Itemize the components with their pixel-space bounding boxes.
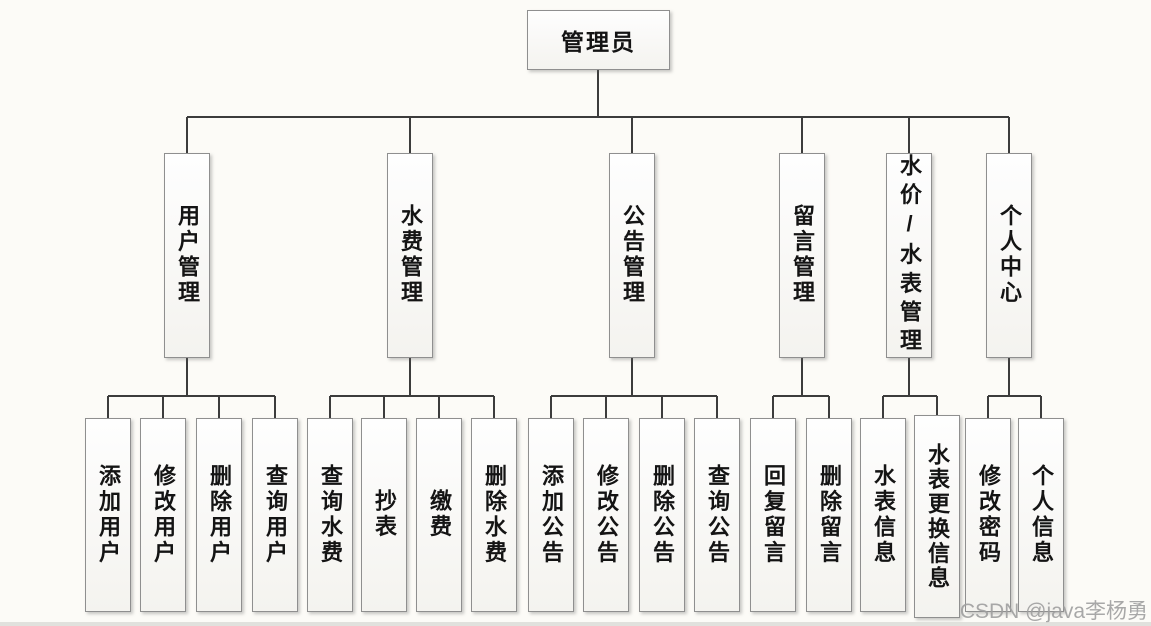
node-label: 修改用户 xyxy=(151,463,176,567)
node-label: 留言管理 xyxy=(790,204,815,307)
bottom-edge-shade xyxy=(0,622,1151,626)
node-label: 缴费 xyxy=(427,489,452,541)
node-label: 修改密码 xyxy=(976,463,1001,567)
node-label: 删除公告 xyxy=(650,463,675,567)
node-admin-label: 管理员 xyxy=(561,29,636,55)
node-label: 水表信息 xyxy=(871,463,896,567)
node-reply-message: 回复留言 xyxy=(750,418,796,612)
node-label: 个人中心 xyxy=(997,204,1022,307)
water-price-meter-children-connector xyxy=(882,358,938,418)
water-fee-children-connector xyxy=(329,358,495,418)
node-personal-center: 个人中心 xyxy=(986,153,1032,358)
node-delete-message: 删除留言 xyxy=(806,418,852,612)
node-delete-water-fee: 删除水费 xyxy=(471,418,517,612)
node-delete-announcement: 删除公告 xyxy=(639,418,685,612)
node-label: 删除留言 xyxy=(817,463,842,567)
message-children-connector xyxy=(772,358,830,418)
node-label: 水费管理 xyxy=(398,204,423,307)
node-user-management: 用户管理 xyxy=(164,153,210,358)
node-label: 删除用户 xyxy=(207,463,232,567)
node-label: 查询用户 xyxy=(263,463,288,567)
node-message-management: 留言管理 xyxy=(779,153,825,358)
node-label: 回复留言 xyxy=(761,463,786,567)
node-meter-info: 水表信息 xyxy=(860,418,906,612)
node-label: 水价/水表管理 xyxy=(897,153,922,358)
node-query-water-fee: 查询水费 xyxy=(307,418,353,612)
node-personal-info: 个人信息 xyxy=(1018,418,1064,612)
node-water-price-meter-management: 水价/水表管理 xyxy=(886,153,932,358)
node-add-user: 添加用户 xyxy=(85,418,131,612)
user-management-children-connector xyxy=(107,358,276,418)
node-label: 用户管理 xyxy=(175,204,200,307)
personal-center-children-connector xyxy=(987,358,1042,418)
node-label: 添加公告 xyxy=(539,463,564,567)
root-to-branches-connector xyxy=(186,70,1010,153)
node-add-announcement: 添加公告 xyxy=(528,418,574,612)
node-meter-reading: 抄表 xyxy=(361,418,407,612)
node-edit-announcement: 修改公告 xyxy=(583,418,629,612)
node-delete-user: 删除用户 xyxy=(196,418,242,612)
node-query-announcement: 查询公告 xyxy=(694,418,740,612)
node-label: 删除水费 xyxy=(482,463,507,567)
node-water-fee-management: 水费管理 xyxy=(387,153,433,358)
node-meter-replacement-info: 水表更换信息 xyxy=(914,415,960,618)
announcement-children-connector xyxy=(550,358,718,418)
node-query-user: 查询用户 xyxy=(252,418,298,612)
node-label: 查询公告 xyxy=(705,463,730,567)
node-change-password: 修改密码 xyxy=(965,418,1011,612)
node-pay-fee: 缴费 xyxy=(416,418,462,612)
node-label: 添加用户 xyxy=(96,463,121,567)
node-edit-user: 修改用户 xyxy=(140,418,186,612)
node-label: 查询水费 xyxy=(318,463,343,567)
node-admin: 管理员 xyxy=(527,10,670,70)
node-label: 个人信息 xyxy=(1029,463,1054,567)
node-label: 公告管理 xyxy=(620,204,645,307)
node-label: 修改公告 xyxy=(594,463,619,567)
node-label: 水表更换信息 xyxy=(925,442,950,591)
node-label: 抄表 xyxy=(372,489,397,541)
csdn-watermark: CSDN @java李杨勇 xyxy=(959,600,1148,623)
node-announcement-management: 公告管理 xyxy=(609,153,655,358)
